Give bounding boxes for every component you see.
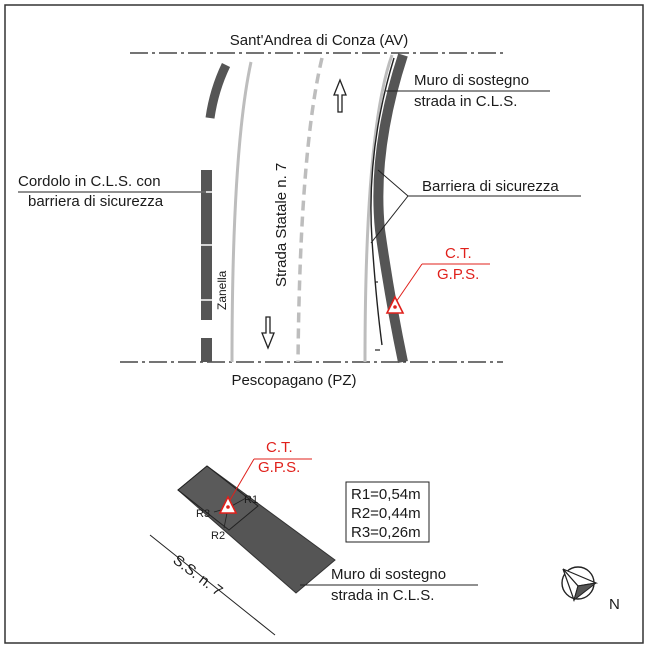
gps-point-icon: [385, 295, 405, 314]
radii-legend-box: [345, 481, 430, 543]
wall-detail-block: [177, 465, 336, 594]
north-label: N: [609, 596, 620, 613]
north-arrow-icon: [561, 566, 599, 602]
radii-legend-r1: R1=0,54m: [351, 486, 421, 503]
right-road-edge: [363, 54, 394, 363]
northbound-arrow-icon: [333, 78, 347, 113]
south-place-label: Pescopagano (PZ): [231, 372, 356, 389]
radius-r1-label: R1: [244, 494, 258, 506]
radius-r2-label: R2: [211, 530, 225, 542]
retaining-wall: [373, 53, 408, 364]
wall-callout-line2: strada in C.L.S.: [414, 93, 517, 110]
detail-gps-callout-leader: [229, 458, 255, 501]
detail-wall-callout-line1: Muro di sostegno: [331, 566, 446, 583]
radii-legend-r2: R2=0,44m: [351, 505, 421, 522]
drawing-frame: [4, 4, 644, 644]
upper-kerb-segment: [205, 63, 231, 119]
gutter-label: Zanella: [215, 270, 229, 310]
gps-callout-line2: G.P.S.: [437, 266, 479, 283]
gps-callout-leader: [395, 263, 423, 303]
centre-line: [296, 57, 324, 363]
southbound-arrow-icon: [261, 316, 275, 350]
kerb-callout-line2: barriera di sicurezza: [28, 193, 164, 210]
barrier-callout-label: Barriera di sicurezza: [422, 178, 559, 195]
left-road-edge: [230, 61, 253, 363]
north-place-label: Sant'Andrea di Conza (AV): [230, 32, 409, 49]
detail-gps-point-icon: [218, 495, 238, 514]
detail-wall-callout-line2: strada in C.L.S.: [331, 587, 434, 604]
barrier-callout-leader: [370, 195, 409, 244]
road-name-label: Strada Statale n. 7: [273, 163, 290, 287]
radii-legend-r3: R3=0,26m: [351, 524, 421, 541]
radius-r3-label: R3: [196, 508, 210, 520]
safety-barrier: [370, 57, 395, 346]
detail-road-label: S.S. n. 7: [170, 552, 226, 600]
detail-road-line: [149, 534, 276, 636]
wall-callout-line1: Muro di sostegno: [414, 72, 529, 89]
detail-gps-callout-line1: C.T.: [266, 439, 293, 456]
kerb-block: [201, 338, 212, 362]
kerb-callout-line1: Cordolo in C.L.S. con: [18, 173, 161, 190]
gps-callout-line1: C.T.: [445, 245, 472, 262]
barrier-callout-leader: [377, 169, 409, 197]
detail-gps-callout-line2: G.P.S.: [258, 459, 300, 476]
